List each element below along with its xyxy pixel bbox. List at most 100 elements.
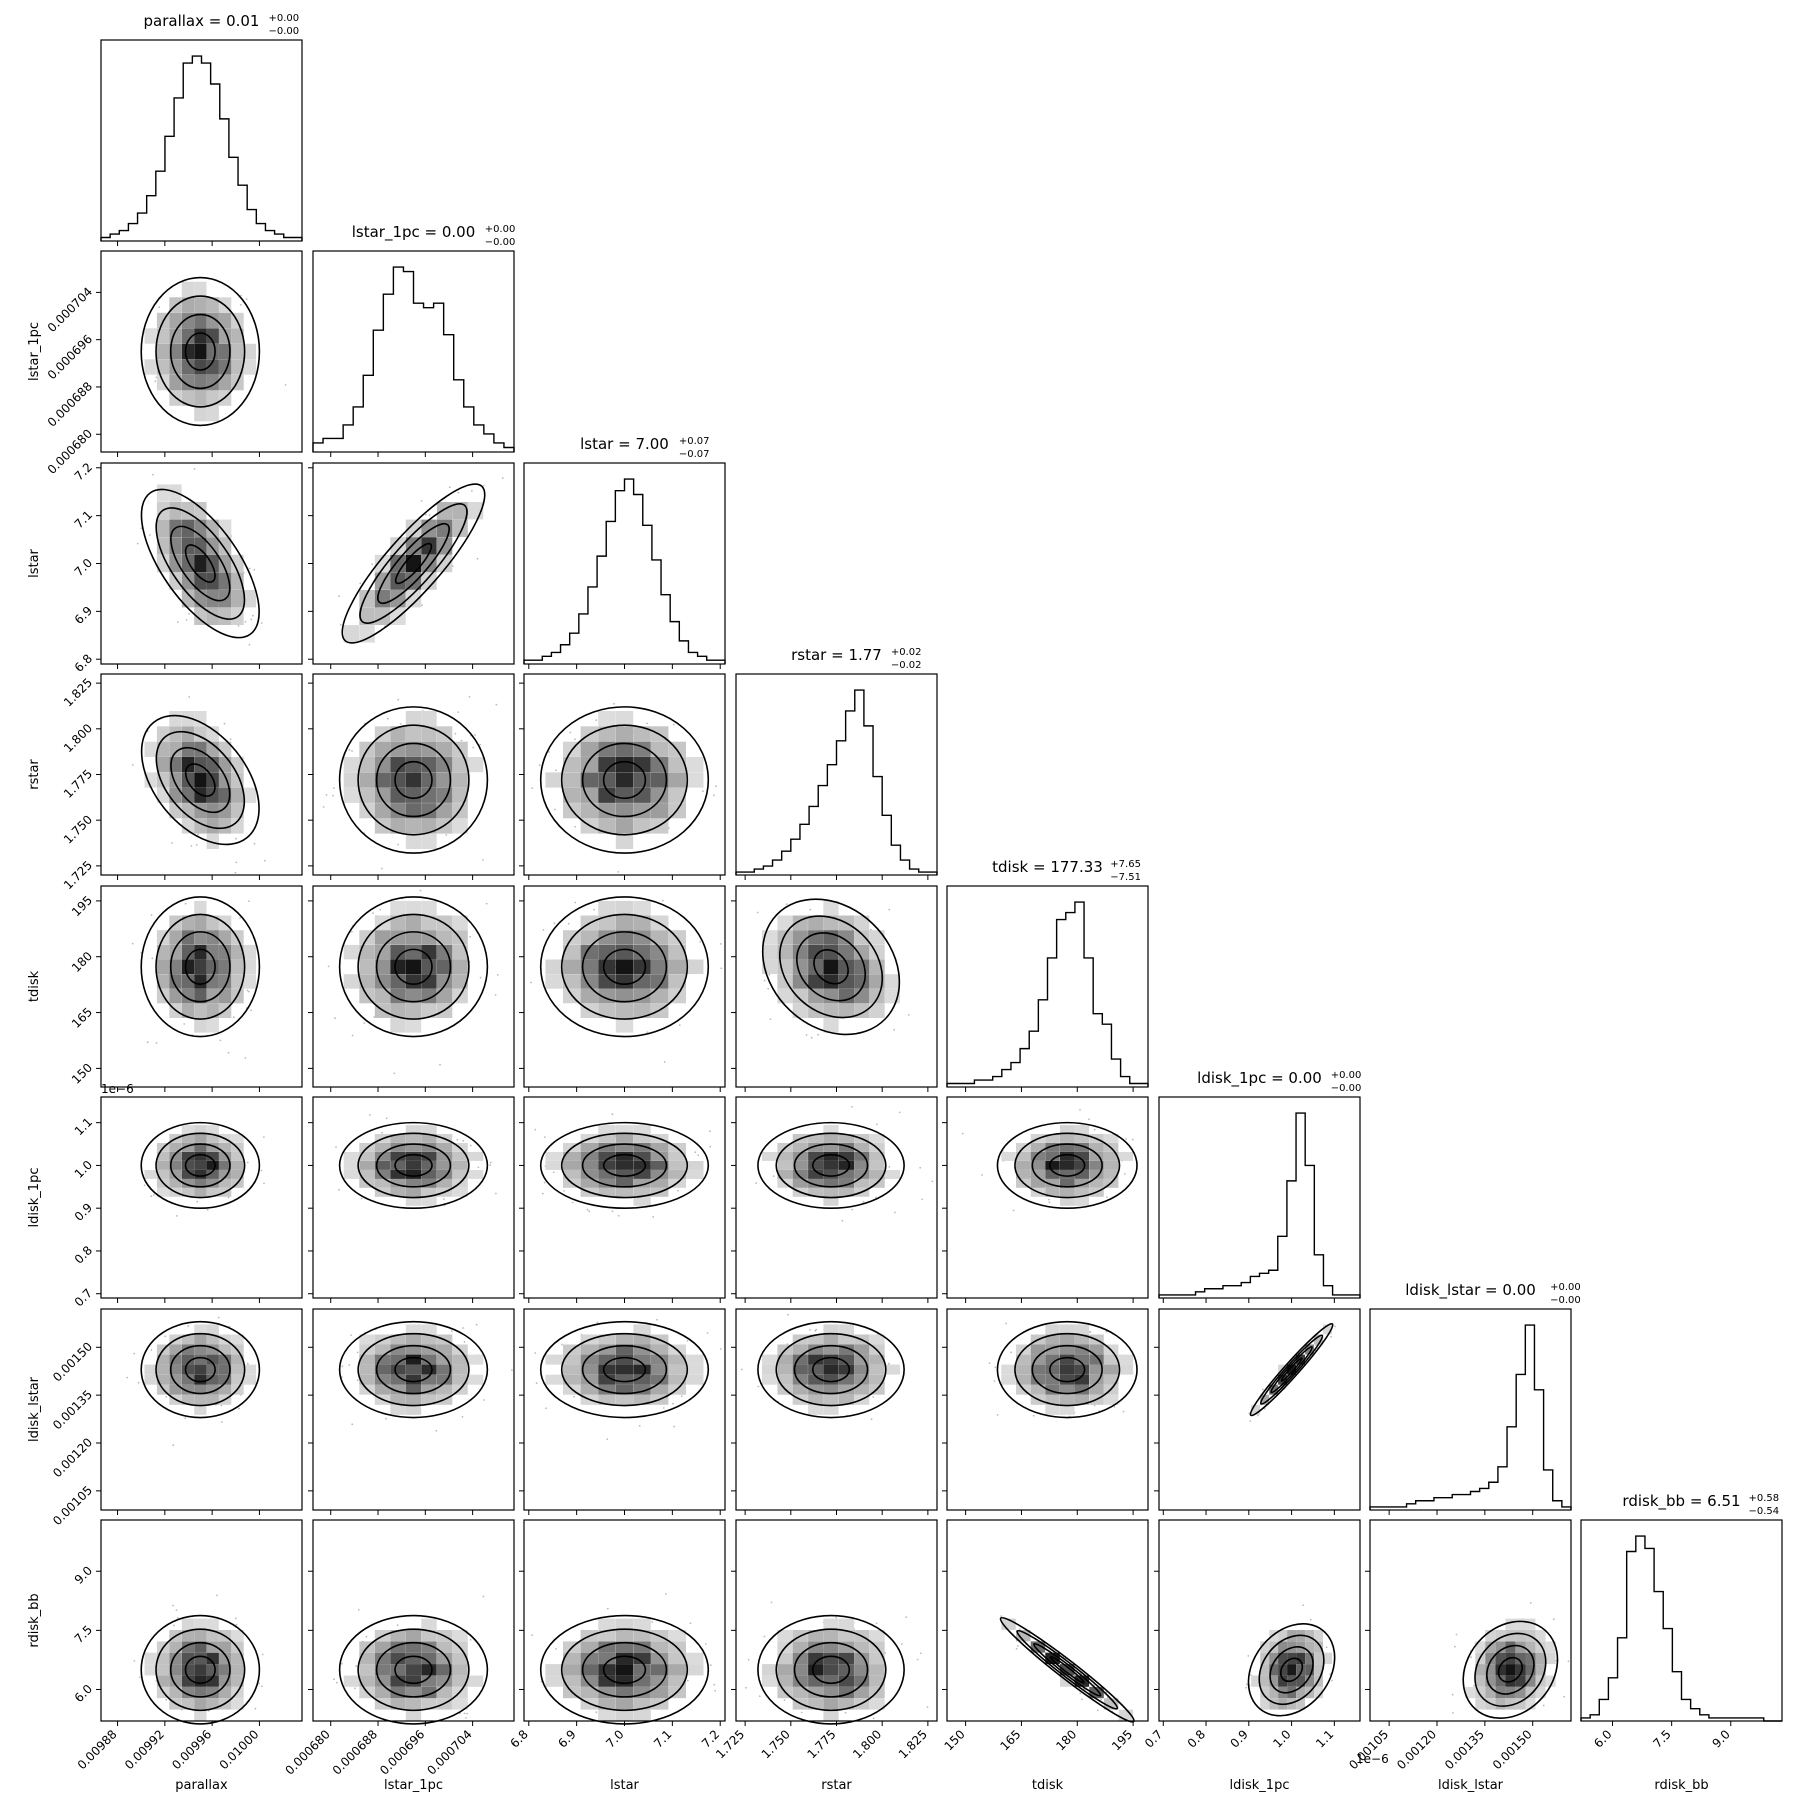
density-cell xyxy=(374,1152,391,1161)
sample-point xyxy=(544,1136,546,1138)
density-cell xyxy=(194,390,207,406)
density-cell xyxy=(390,1630,406,1642)
density-cell xyxy=(563,1364,581,1375)
density-cell xyxy=(615,1344,634,1355)
density-cell xyxy=(219,1652,232,1664)
density-cell xyxy=(563,787,581,803)
sample-point xyxy=(217,1316,220,1319)
title-ldisk_1pc: ldisk_1pc = 0.00 xyxy=(1197,1069,1322,1088)
y-tick-label: 9.0 xyxy=(72,1563,95,1586)
sample-point xyxy=(741,1368,743,1371)
density-cell xyxy=(194,537,207,555)
sample-point xyxy=(351,1423,354,1426)
sample-point xyxy=(1088,1118,1090,1121)
density-cell xyxy=(421,833,437,849)
sample-point xyxy=(177,1617,179,1619)
density-cell xyxy=(792,1344,808,1355)
density-cell xyxy=(206,741,219,757)
density-cell xyxy=(390,944,406,960)
density-cell xyxy=(390,1686,406,1699)
density-cell xyxy=(633,1196,651,1206)
density-cell xyxy=(1030,1178,1046,1188)
density-cell xyxy=(405,1675,422,1687)
density-cell xyxy=(421,1178,437,1188)
contour-line xyxy=(811,1655,851,1685)
density-cell xyxy=(580,1170,598,1179)
density-cell xyxy=(545,1675,563,1687)
title-sup: +0.02 xyxy=(891,647,922,658)
sample-point xyxy=(335,1681,338,1684)
density-cell xyxy=(869,1364,885,1375)
density-cell xyxy=(219,1170,232,1179)
density-cell xyxy=(231,1364,244,1375)
density-cell xyxy=(194,1354,207,1365)
density-cell xyxy=(452,1675,468,1687)
sample-point xyxy=(1263,1408,1266,1410)
density-cell xyxy=(194,1698,207,1710)
density-cell xyxy=(231,1354,244,1365)
density-cell xyxy=(823,1152,839,1161)
contour-line xyxy=(169,1344,231,1395)
density-cell xyxy=(156,726,170,742)
density-cell xyxy=(169,1170,182,1179)
sample-point xyxy=(175,1215,178,1217)
density-cell xyxy=(1535,1664,1546,1676)
density-cell xyxy=(1296,1354,1305,1365)
sample-point xyxy=(1113,1406,1116,1408)
density-cell xyxy=(777,915,793,930)
density-cell xyxy=(1305,1652,1314,1664)
density-cell xyxy=(374,1364,391,1375)
density-cell xyxy=(194,988,207,1004)
density-cell xyxy=(1030,1152,1046,1161)
density-cell xyxy=(823,1404,839,1415)
density-cell xyxy=(206,297,219,313)
density-cell xyxy=(467,757,484,773)
density-cell xyxy=(869,1698,885,1710)
density-cell xyxy=(792,1384,808,1395)
density-cell xyxy=(1505,1641,1516,1653)
density-cell xyxy=(1074,1143,1090,1152)
sample-point xyxy=(150,1195,153,1198)
density-cell xyxy=(808,1675,824,1687)
density-cell xyxy=(1089,1354,1104,1365)
sample-point xyxy=(435,1429,438,1432)
density-cell xyxy=(390,1134,406,1143)
density-cell xyxy=(1089,1374,1104,1385)
density-cell xyxy=(1060,1170,1075,1179)
sample-point xyxy=(875,1622,878,1625)
x-axis-label-ldisk_lstar: ldisk_lstar xyxy=(1438,1778,1504,1793)
density-cell xyxy=(651,1652,669,1664)
density-cell xyxy=(580,772,598,788)
density-cell xyxy=(838,1152,854,1161)
density-cell xyxy=(633,1003,651,1018)
density-cell xyxy=(390,974,406,989)
density-cell xyxy=(1535,1630,1546,1642)
density-cell xyxy=(1103,1161,1119,1170)
y-tick-label: 1.825 xyxy=(61,675,95,709)
sample-point xyxy=(235,837,237,840)
density-cell xyxy=(421,1187,437,1197)
density-cell xyxy=(374,1652,391,1664)
sample-point xyxy=(809,908,812,911)
sample-point xyxy=(133,1660,136,1662)
density-cell xyxy=(194,297,207,313)
contour-line xyxy=(394,542,433,585)
sample-point xyxy=(131,942,134,945)
sample-point xyxy=(535,1382,538,1385)
panel-lstar-vs-parallax xyxy=(100,462,303,665)
contour-line xyxy=(1259,1334,1324,1405)
density-cell xyxy=(452,1364,468,1375)
density-cell xyxy=(792,1178,808,1188)
density-cell xyxy=(545,1664,563,1676)
sample-point xyxy=(495,1192,497,1195)
sample-point xyxy=(1302,1604,1305,1606)
density-cell xyxy=(1495,1686,1506,1699)
density-cell xyxy=(1485,1630,1496,1642)
title-lstar: lstar = 7.00 xyxy=(580,435,669,453)
density-cell xyxy=(808,1344,824,1355)
density-cell xyxy=(421,1003,437,1018)
sample-point xyxy=(363,1022,366,1024)
density-cell xyxy=(452,1161,468,1170)
sample-point xyxy=(260,622,263,624)
sample-point xyxy=(245,298,248,301)
